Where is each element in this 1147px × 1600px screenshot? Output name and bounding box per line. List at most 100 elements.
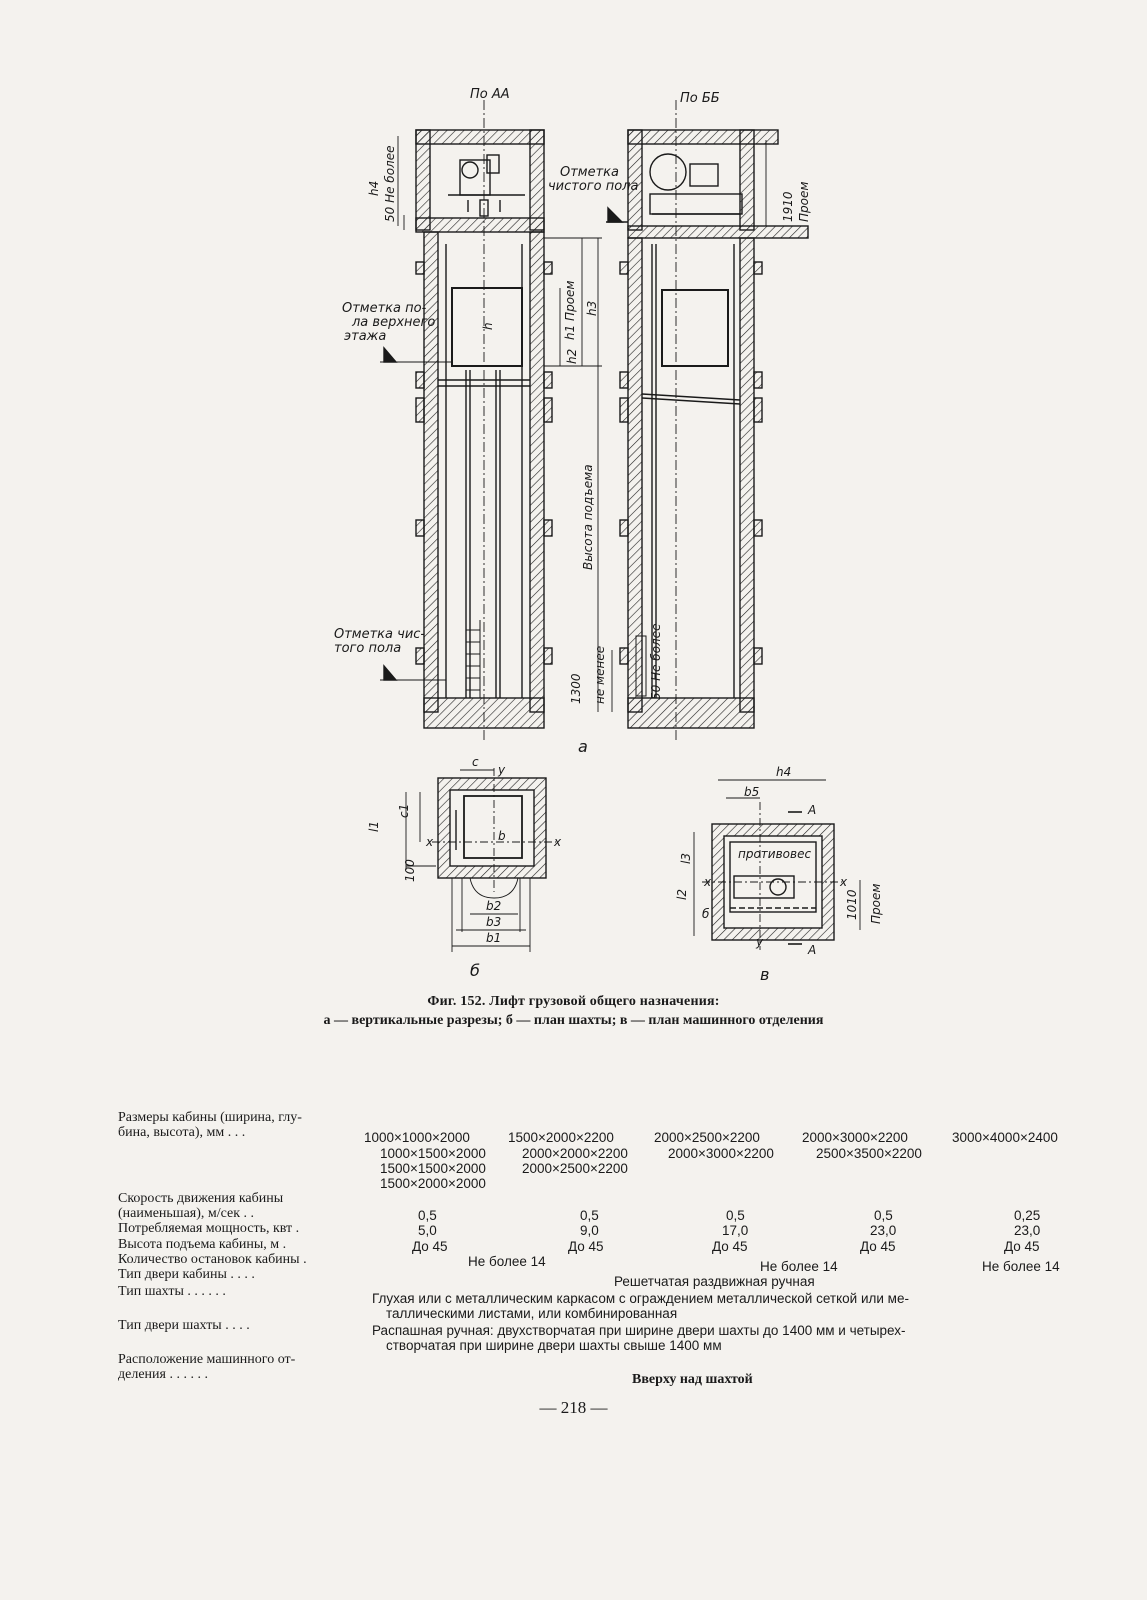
- page-number: — 218 —: [539, 1398, 608, 1417]
- speed-c3: 0,5: [726, 1208, 745, 1223]
- pit-50-label: 50 Не более: [649, 624, 663, 700]
- stops-c2: Не более 14: [760, 1259, 838, 1274]
- power-c3: 17,0: [722, 1223, 749, 1238]
- a-top-label: A: [807, 803, 816, 817]
- machine-room-value: Вверху над шахтой: [632, 1372, 753, 1387]
- shaft-plan: [405, 768, 556, 952]
- x-plan-right-label: x: [839, 875, 848, 889]
- cabin-size-r1c3: 2000×2500×2200: [654, 1130, 760, 1145]
- clean-floor-top-line2: чистого пола: [548, 179, 638, 194]
- h-label: h: [481, 322, 495, 330]
- opening-plan-label: Проем: [869, 884, 883, 924]
- speed-c4: 0,5: [874, 1208, 893, 1223]
- caption-line-2: а — вертикальные разрезы; б — план шахты…: [323, 1013, 824, 1028]
- c-label: c: [472, 755, 479, 769]
- machine-room-label-1: Расположение машинного от-: [118, 1352, 296, 1367]
- shaft-type-label: Тип шахты . . . . . .: [118, 1284, 226, 1299]
- lift-height-c2: До 45: [568, 1239, 604, 1254]
- not-more-50-label: 50 Не более: [383, 146, 397, 222]
- shaft-door-line-2: створчатая при ширине двери шахты свыше …: [386, 1338, 722, 1353]
- opening-label: Проем: [797, 182, 811, 222]
- l1-label: l1: [367, 821, 381, 832]
- b-label: b: [498, 829, 506, 843]
- cabin-door-value: Решетчатая раздвижная ручная: [614, 1274, 815, 1289]
- cabin-size-label-2: бина, высота), мм . . .: [118, 1125, 246, 1140]
- power-label: Потребляемая мощность, квт .: [118, 1221, 300, 1236]
- section-bb: [606, 100, 809, 740]
- section-aa-label: По АА: [470, 87, 510, 102]
- cabin-size-r1c2: 1500×2000×2200: [508, 1130, 614, 1145]
- b1-label: b1: [486, 931, 501, 945]
- dim-1300-label: 1300: [569, 673, 583, 704]
- speed-c5: 0,25: [1014, 1208, 1041, 1223]
- x-right-label: x: [553, 835, 562, 849]
- cabin-size-r2c4: 2500×3500×2200: [816, 1146, 922, 1161]
- speed-label-2: (наименьшая), м/сек . .: [118, 1206, 255, 1221]
- shaft-door-label: Тип двери шахты . . . .: [118, 1318, 250, 1333]
- x-left-label: x: [425, 835, 434, 849]
- y-plan-label: y: [755, 935, 764, 949]
- power-c2: 9,0: [580, 1223, 599, 1238]
- cabin-door-label: Тип двери кабины . . . .: [118, 1267, 255, 1282]
- b5-label: b5: [744, 785, 759, 799]
- cabin-size-r2c3: 2000×3000×2200: [668, 1146, 774, 1161]
- cabin-size-r2c2: 2000×2000×2200: [522, 1146, 628, 1161]
- subfigure-v-label: в: [760, 965, 769, 984]
- c1-label: c1: [397, 804, 411, 818]
- counterweight-label: противовес: [738, 847, 811, 861]
- caption-line-1: Фиг. 152. Лифт грузовой общего назначени…: [427, 994, 720, 1009]
- b3-label: b3: [486, 915, 501, 929]
- h4-label: h4: [367, 181, 381, 196]
- l3-label: l3: [679, 853, 693, 864]
- cabin-size-r1c5: 3000×4000×2400: [952, 1130, 1058, 1145]
- l2-label: l2: [675, 889, 689, 900]
- section-aa: [380, 100, 602, 740]
- subfigure-b-label: б: [470, 961, 480, 980]
- clean-floor-bottom-line1: Отметка чис-: [334, 627, 425, 642]
- a-bottom-label: A: [807, 943, 816, 957]
- cabin-size-r1c4: 2000×3000×2200: [802, 1130, 908, 1145]
- cabin-size-r4c1: 1500×2000×2000: [380, 1176, 486, 1191]
- y-top-label: y: [497, 763, 506, 777]
- top-floor-line1: Отметка по-: [342, 301, 427, 316]
- lift-height-spec-label: Высота подъема кабины, м .: [118, 1237, 287, 1252]
- top-floor-line3: этажа: [344, 329, 386, 344]
- stops-label: Количество остановок кабины .: [118, 1252, 307, 1267]
- shaft-type-line-1: Глухая или с металлическим каркасом с ог…: [372, 1291, 909, 1306]
- lift-height-c1: До 45: [412, 1239, 448, 1254]
- lift-height-c5: До 45: [1004, 1239, 1040, 1254]
- stops-c3: Не более 14: [982, 1259, 1060, 1274]
- lift-height-c4: До 45: [860, 1239, 896, 1254]
- not-less-label: не менее: [593, 646, 607, 704]
- speed-c1: 0,5: [418, 1208, 437, 1223]
- x-plan-left-label: x: [703, 875, 712, 889]
- shaft-type-line-2: таллическими листами, или комбинированна…: [386, 1306, 678, 1321]
- speed-c2: 0,5: [580, 1208, 599, 1223]
- clean-floor-top-line1: Отметка: [560, 165, 619, 180]
- machine-room-plan: [693, 779, 861, 950]
- b6-label: б: [702, 907, 710, 921]
- lift-height-c3: До 45: [712, 1239, 748, 1254]
- cabin-size-r2c1: 1000×1500×2000: [380, 1146, 486, 1161]
- h3-label: h3: [585, 301, 599, 316]
- top-floor-line2: ла верхнего: [351, 315, 435, 330]
- shaft-door-line-1: Распашная ручная: двухстворчатая при шир…: [372, 1323, 906, 1338]
- machine-room-label-2: деления . . . . . .: [118, 1367, 208, 1382]
- power-c4: 23,0: [870, 1223, 897, 1238]
- dim-100-label: 100: [403, 859, 417, 882]
- stops-c1: Не более 14: [468, 1254, 546, 1269]
- dim-1910-label: 1910: [781, 191, 795, 222]
- power-c5: 23,0: [1014, 1223, 1041, 1238]
- dim-1010-label: 1010: [845, 889, 859, 920]
- subfigure-a-label: а: [578, 737, 588, 756]
- clean-floor-bottom-line2: того пола: [334, 641, 401, 656]
- h4-plan-label: h4: [776, 765, 791, 779]
- figure-labels: По АА По ББ Отметка чистого пола Отметка…: [334, 87, 883, 984]
- cabin-size-r1c1: 1000×1000×2000: [364, 1130, 470, 1145]
- h1-opening-label: h1 Проем: [563, 281, 577, 340]
- lift-height-label: Высота подъема: [581, 464, 595, 570]
- b2-label: b2: [486, 899, 501, 913]
